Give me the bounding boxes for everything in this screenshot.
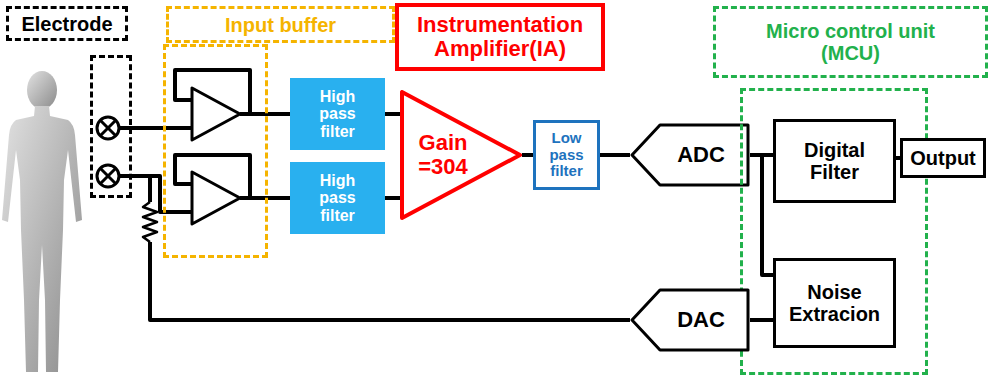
node-label: High pass filter [307, 88, 369, 141]
process-box: Digital Filter [773, 119, 896, 203]
node-label: Low pass filter [538, 130, 596, 180]
filter-box: Low pass filter [533, 120, 600, 190]
node-label: Instrumentation Amplifier(IA) [402, 13, 598, 61]
filter-box: High pass filter [290, 162, 385, 234]
wires [120, 70, 630, 320]
buffer-amplifier [192, 88, 240, 224]
node-label: High pass filter [307, 172, 369, 225]
mcu-group: Digital FilterNoise ExtracionMicro contr… [740, 88, 928, 375]
outline [402, 92, 520, 218]
output-box: Output [900, 138, 986, 178]
group-heading: Electrode [6, 6, 128, 41]
node-label: Output [910, 147, 976, 169]
converter-symbol: DAC [630, 288, 750, 352]
node-label: DAC [655, 308, 725, 332]
signal-wire [385, 196, 400, 200]
converter-symbol: ADC [630, 123, 750, 187]
process-box: Noise Extracion [773, 258, 896, 348]
signal-wire [522, 153, 533, 157]
signal-wire [750, 318, 773, 322]
amplifier-triangle: Gain =304 [400, 90, 522, 220]
signal-wire [600, 153, 630, 157]
signal-wire [385, 112, 400, 116]
group-heading: Micro control unit (MCU) [713, 6, 988, 78]
node-label: Digital Filter [780, 139, 890, 183]
human-body [2, 71, 82, 372]
group-heading: Input buffer [166, 6, 395, 43]
title-box: Instrumentation Amplifier(IA) [395, 3, 605, 71]
node-label: Gain =304 [412, 131, 474, 179]
outline [632, 125, 748, 185]
electrode-symbol [97, 117, 119, 187]
signal-wire [750, 155, 773, 275]
buffer-group: Input buffer [163, 44, 268, 258]
electrode-group: Electrode [90, 55, 132, 198]
node-label: ADC [655, 143, 725, 167]
filter-box: High pass filter [290, 78, 385, 150]
outline [632, 290, 748, 350]
node-label: Noise Extracion [780, 281, 890, 325]
